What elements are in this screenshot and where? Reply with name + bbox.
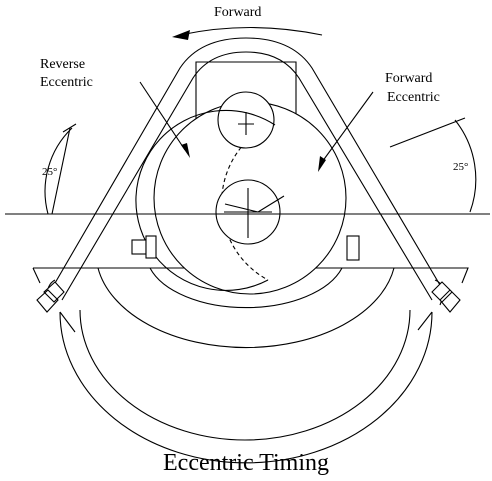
link-hanger <box>59 311 433 333</box>
clamp-left <box>36 281 65 313</box>
outer-sheave-arc-2 <box>149 267 343 309</box>
right-angle-guide <box>389 117 466 148</box>
diagram-title: Eccentric Timing <box>163 450 329 476</box>
reverse-eccentric-label-line2: Eccentric <box>40 75 93 90</box>
outer-sheave-arc <box>97 267 395 349</box>
forward-eccentric-leader <box>321 91 374 163</box>
reverse-eccentric-arrowhead <box>181 143 190 158</box>
bolt-right <box>346 235 360 261</box>
eccentric-rod-outer <box>43 37 451 303</box>
left-angle-arc <box>44 127 73 215</box>
forward-arrowhead <box>172 30 190 40</box>
top-pin-cross <box>238 112 254 135</box>
bolt-left-head <box>145 235 157 259</box>
forward-label: Forward <box>214 5 261 20</box>
bolt-left <box>131 239 147 255</box>
forward-eccentric-arrowhead <box>318 156 326 172</box>
right-angle-arc <box>454 119 477 213</box>
forward-rotation-arrow <box>179 26 323 36</box>
reverse-eccentric-label-line1: Reverse <box>40 57 85 72</box>
forward-eccentric-label-line1: Forward <box>385 71 432 86</box>
clamp-right <box>431 281 461 313</box>
link-plate <box>32 267 469 284</box>
left-angle-guide <box>51 123 77 215</box>
right-angle-label: 25° <box>453 161 468 173</box>
strap-bracket <box>195 61 297 128</box>
reverse-eccentric-sheave <box>135 109 276 291</box>
left-angle-label: 25° <box>42 166 57 178</box>
axle-center-lines <box>224 188 285 238</box>
forward-eccentric-label-line2: Eccentric <box>387 90 440 105</box>
reverse-eccentric-leader <box>139 81 186 151</box>
eccentric-rod-inner <box>61 51 433 301</box>
